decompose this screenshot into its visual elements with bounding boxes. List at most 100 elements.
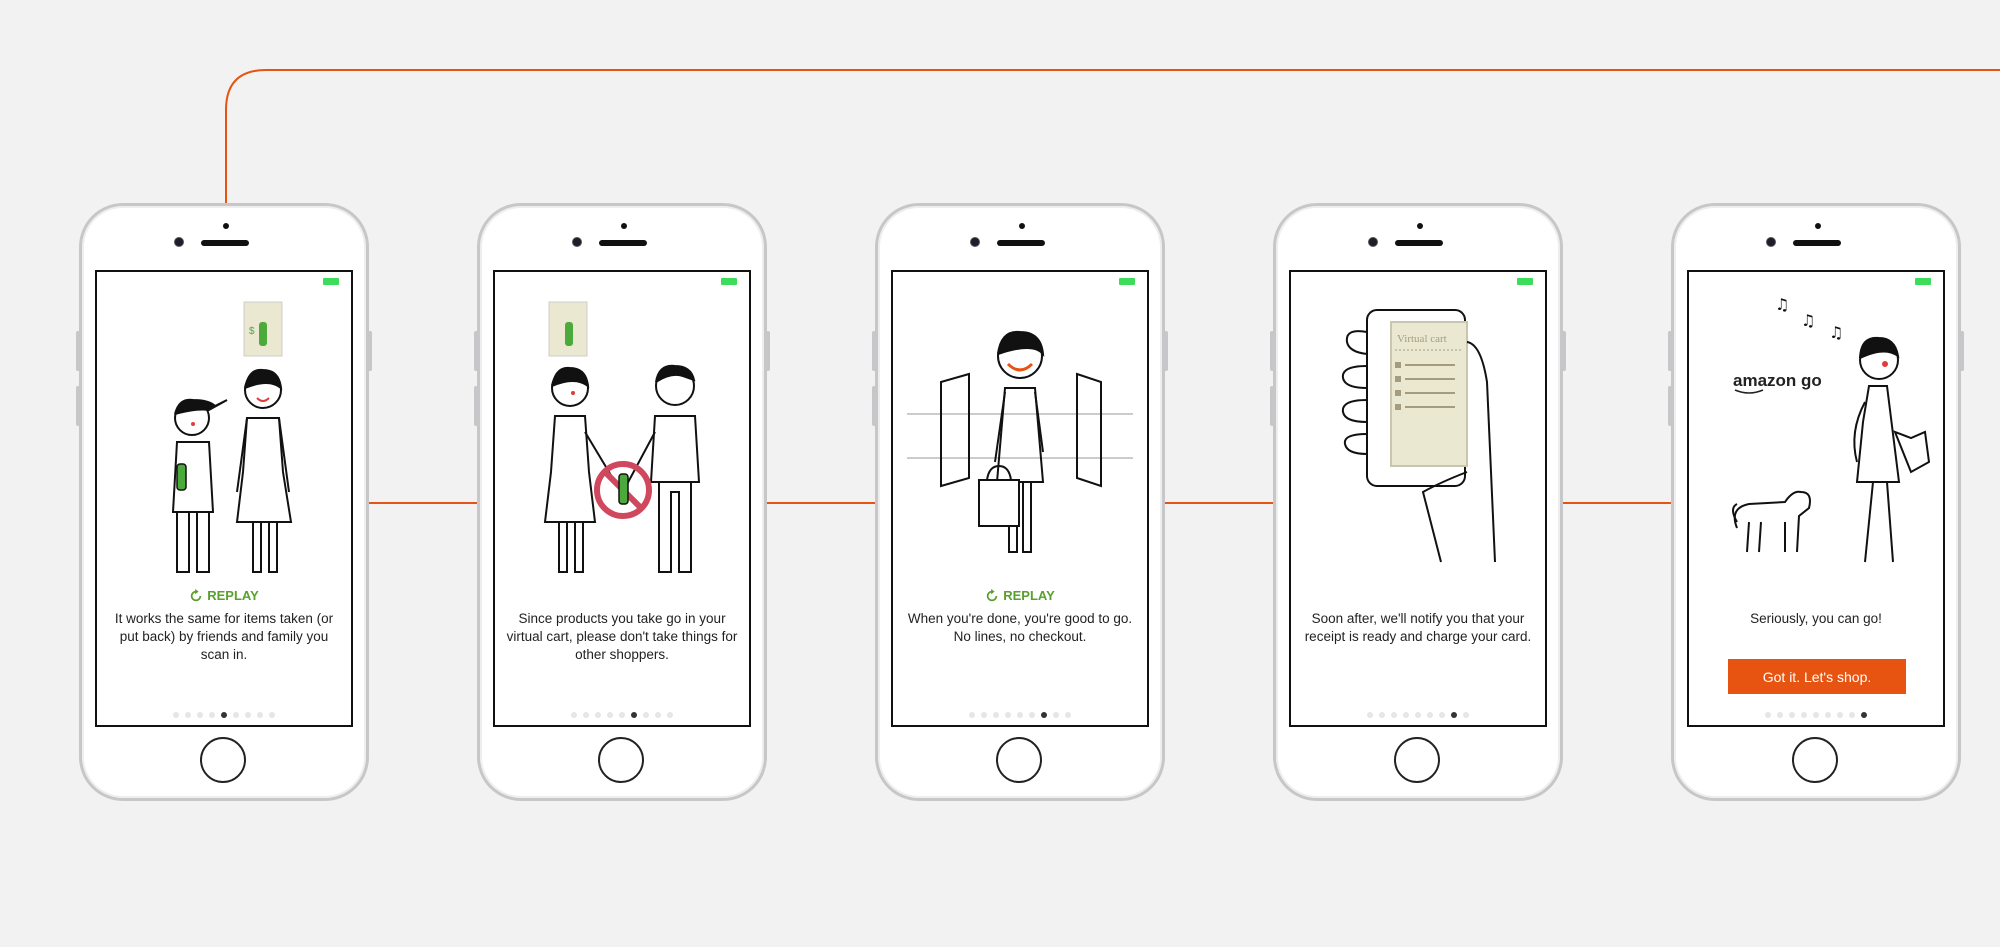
page-dot[interactable] — [245, 712, 251, 718]
onboarding-caption: It works the same for items taken (or pu… — [114, 611, 334, 662]
page-dot[interactable] — [257, 712, 263, 718]
battery-icon — [721, 278, 737, 285]
speaker-icon — [201, 240, 249, 246]
page-dot[interactable] — [173, 712, 179, 718]
page-dot[interactable] — [197, 712, 203, 718]
home-button[interactable] — [1394, 737, 1440, 783]
page-dot-active[interactable] — [1451, 712, 1457, 718]
page-dot[interactable] — [1415, 712, 1421, 718]
page-dot[interactable] — [1765, 712, 1771, 718]
replay-label: REPLAY — [1003, 588, 1055, 603]
battery-icon — [1119, 278, 1135, 285]
page-dot[interactable] — [1439, 712, 1445, 718]
page-indicator — [893, 712, 1147, 718]
gate-exit-illustration — [907, 330, 1133, 553]
camera-icon — [970, 237, 980, 247]
home-button[interactable] — [996, 737, 1042, 783]
onboarding-caption: Since products you take go in your virtu… — [506, 611, 738, 662]
replay-label: REPLAY — [207, 588, 259, 603]
virtual-cart-text: Virtual cart — [1397, 333, 1447, 345]
page-dot[interactable] — [1391, 712, 1397, 718]
phone-frame-3: REPLAY When you're done, you're good to … — [872, 203, 1168, 801]
page-dot[interactable] — [583, 712, 589, 718]
page-dot[interactable] — [969, 712, 975, 718]
page-dot[interactable] — [607, 712, 613, 718]
onboarding-caption: When you're done, you're good to go. No … — [907, 611, 1133, 644]
page-dot[interactable] — [1463, 712, 1469, 718]
family-scan-illustration: $ — [171, 301, 293, 573]
replay-icon — [986, 588, 998, 601]
svg-text:♫: ♫ — [1801, 311, 1815, 330]
page-dot[interactable] — [1837, 712, 1843, 718]
page-dot[interactable] — [1065, 712, 1071, 718]
page-dot[interactable] — [981, 712, 987, 718]
page-dot[interactable] — [1813, 712, 1819, 718]
svg-text:♫: ♫ — [1829, 323, 1843, 342]
page-dot-active[interactable] — [1041, 712, 1047, 718]
page-indicator — [97, 712, 351, 718]
page-dot-active[interactable] — [631, 712, 637, 718]
onboarding-screen-1: $ REPLAY It works the same for items tak… — [95, 270, 353, 727]
page-dot[interactable] — [233, 712, 239, 718]
page-dot[interactable] — [1367, 712, 1373, 718]
page-indicator — [1689, 712, 1943, 718]
replay-button[interactable]: REPLAY — [893, 588, 1147, 603]
speaker-icon — [1793, 240, 1841, 246]
page-dot[interactable] — [1427, 712, 1433, 718]
page-dot[interactable] — [269, 712, 275, 718]
page-dot[interactable] — [1053, 712, 1059, 718]
camera-icon — [572, 237, 582, 247]
phone-frame-1: $ REPLAY It works the same for items tak… — [76, 203, 372, 801]
speaker-icon — [599, 240, 647, 246]
page-dot[interactable] — [1789, 712, 1795, 718]
onboarding-caption: Soon after, we'll notify you that your r… — [1304, 611, 1532, 644]
page-indicator — [1291, 712, 1545, 718]
battery-icon — [1517, 278, 1533, 285]
page-dot[interactable] — [1017, 712, 1023, 718]
onboarding-screen-2: Since products you take go in your virtu… — [493, 270, 751, 727]
onboarding-screen-4: Virtual cart Soon after, we'll notify yo… — [1289, 270, 1547, 727]
onboarding-screen-5: amazon go ♫♫♫ Seriously, you can go! Got… — [1687, 270, 1945, 727]
page-dot[interactable] — [1801, 712, 1807, 718]
home-button[interactable] — [1792, 737, 1838, 783]
page-dot[interactable] — [1403, 712, 1409, 718]
battery-icon — [323, 278, 339, 285]
page-dot[interactable] — [1379, 712, 1385, 718]
phone-frame-2: Since products you take go in your virtu… — [474, 203, 770, 801]
page-dot[interactable] — [667, 712, 673, 718]
replay-button[interactable]: REPLAY — [97, 588, 351, 603]
page-indicator — [495, 712, 749, 718]
page-dot[interactable] — [1029, 712, 1035, 718]
page-dot[interactable] — [643, 712, 649, 718]
page-dot-active[interactable] — [1861, 712, 1867, 718]
phone-frame-5: amazon go ♫♫♫ Seriously, you can go! Got… — [1668, 203, 1964, 801]
page-dot[interactable] — [209, 712, 215, 718]
phone-frame-4: Virtual cart Soon after, we'll notify yo… — [1270, 203, 1566, 801]
svg-text:♫: ♫ — [1775, 295, 1789, 314]
page-dot[interactable] — [1825, 712, 1831, 718]
speaker-icon — [997, 240, 1045, 246]
page-dot-active[interactable] — [221, 712, 227, 718]
page-dot[interactable] — [619, 712, 625, 718]
home-button[interactable] — [598, 737, 644, 783]
camera-icon — [1766, 237, 1776, 247]
lets-shop-button[interactable]: Got it. Let's shop. — [1728, 659, 1906, 694]
page-dot[interactable] — [595, 712, 601, 718]
svg-text:$: $ — [249, 326, 255, 337]
no-taking-for-others-illustration — [543, 301, 701, 573]
page-dot[interactable] — [1005, 712, 1011, 718]
page-dot[interactable] — [655, 712, 661, 718]
camera-icon — [174, 237, 184, 247]
page-dot[interactable] — [1849, 712, 1855, 718]
camera-icon — [1368, 237, 1378, 247]
amazon-go-logo: amazon go — [1733, 371, 1822, 390]
replay-icon — [190, 588, 202, 601]
home-button[interactable] — [200, 737, 246, 783]
onboarding-screen-3: REPLAY When you're done, you're good to … — [891, 270, 1149, 727]
page-dot[interactable] — [1777, 712, 1783, 718]
page-dot[interactable] — [185, 712, 191, 718]
page-dot[interactable] — [993, 712, 999, 718]
page-dot[interactable] — [571, 712, 577, 718]
happy-departure-illustration: amazon go ♫ ♫ ♫ — [1732, 295, 1931, 563]
